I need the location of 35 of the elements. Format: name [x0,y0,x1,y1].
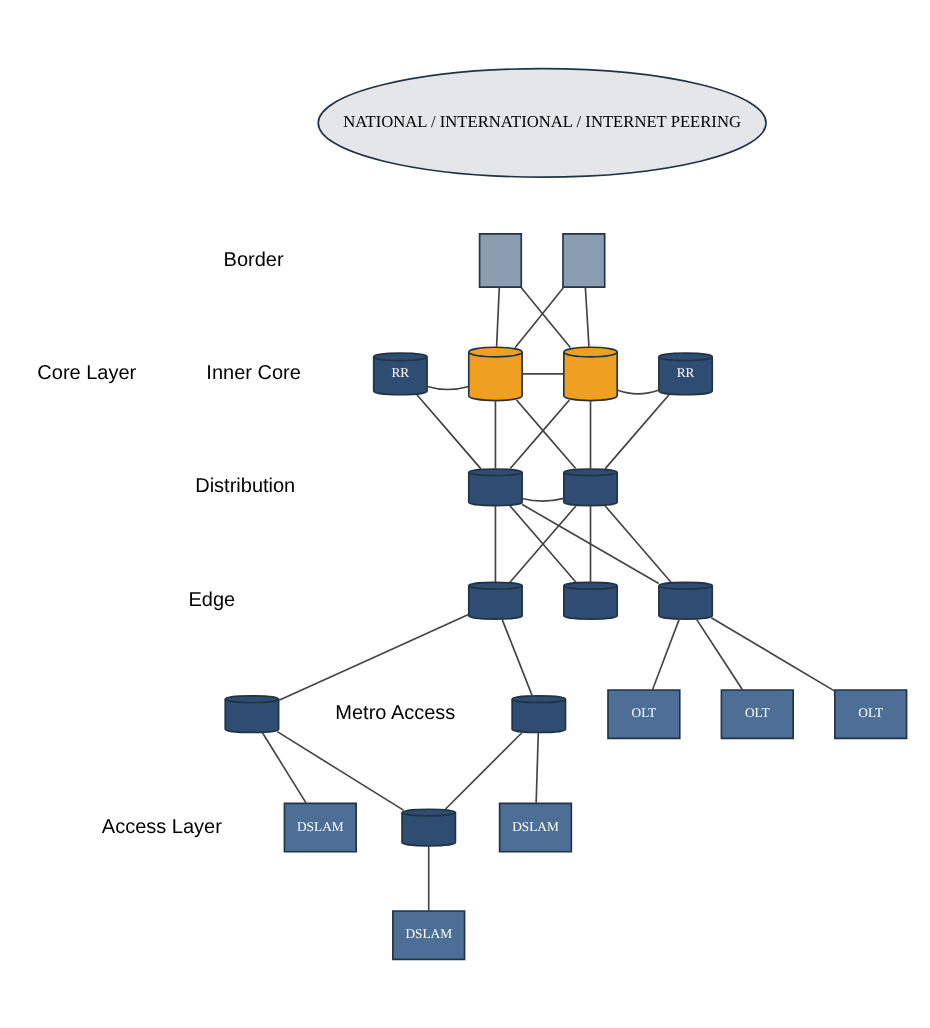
label: Edge [188,589,236,612]
connector [278,613,470,702]
node-box [478,232,523,288]
label: Border [223,249,284,272]
connector [695,618,744,691]
connector [501,618,533,697]
label: Metro Access [335,703,456,726]
connector [584,286,590,348]
connector [521,373,565,375]
connector [509,504,577,583]
connector [651,618,681,691]
connector [444,731,523,810]
node-box [562,232,606,288]
label: Core Layer [37,363,137,386]
connector [616,389,660,395]
connector [521,497,565,502]
label: Inner Core [206,363,301,386]
connector [416,393,482,470]
connector [495,286,501,348]
label: Distribution [195,476,296,499]
connector [710,616,836,692]
label: Access Layer [101,816,222,839]
connector [494,504,497,583]
connector [589,400,592,470]
node-ellipse: NATIONAL / INTERNATIONAL / INTERNET PEERING [317,67,767,178]
connector [276,730,405,811]
connector [426,385,470,391]
connector [604,393,670,470]
connector [521,503,660,585]
connector [604,504,672,583]
connector [589,504,592,583]
connector [427,845,430,912]
connector [494,400,497,470]
connector [261,731,307,804]
connector [535,731,540,804]
